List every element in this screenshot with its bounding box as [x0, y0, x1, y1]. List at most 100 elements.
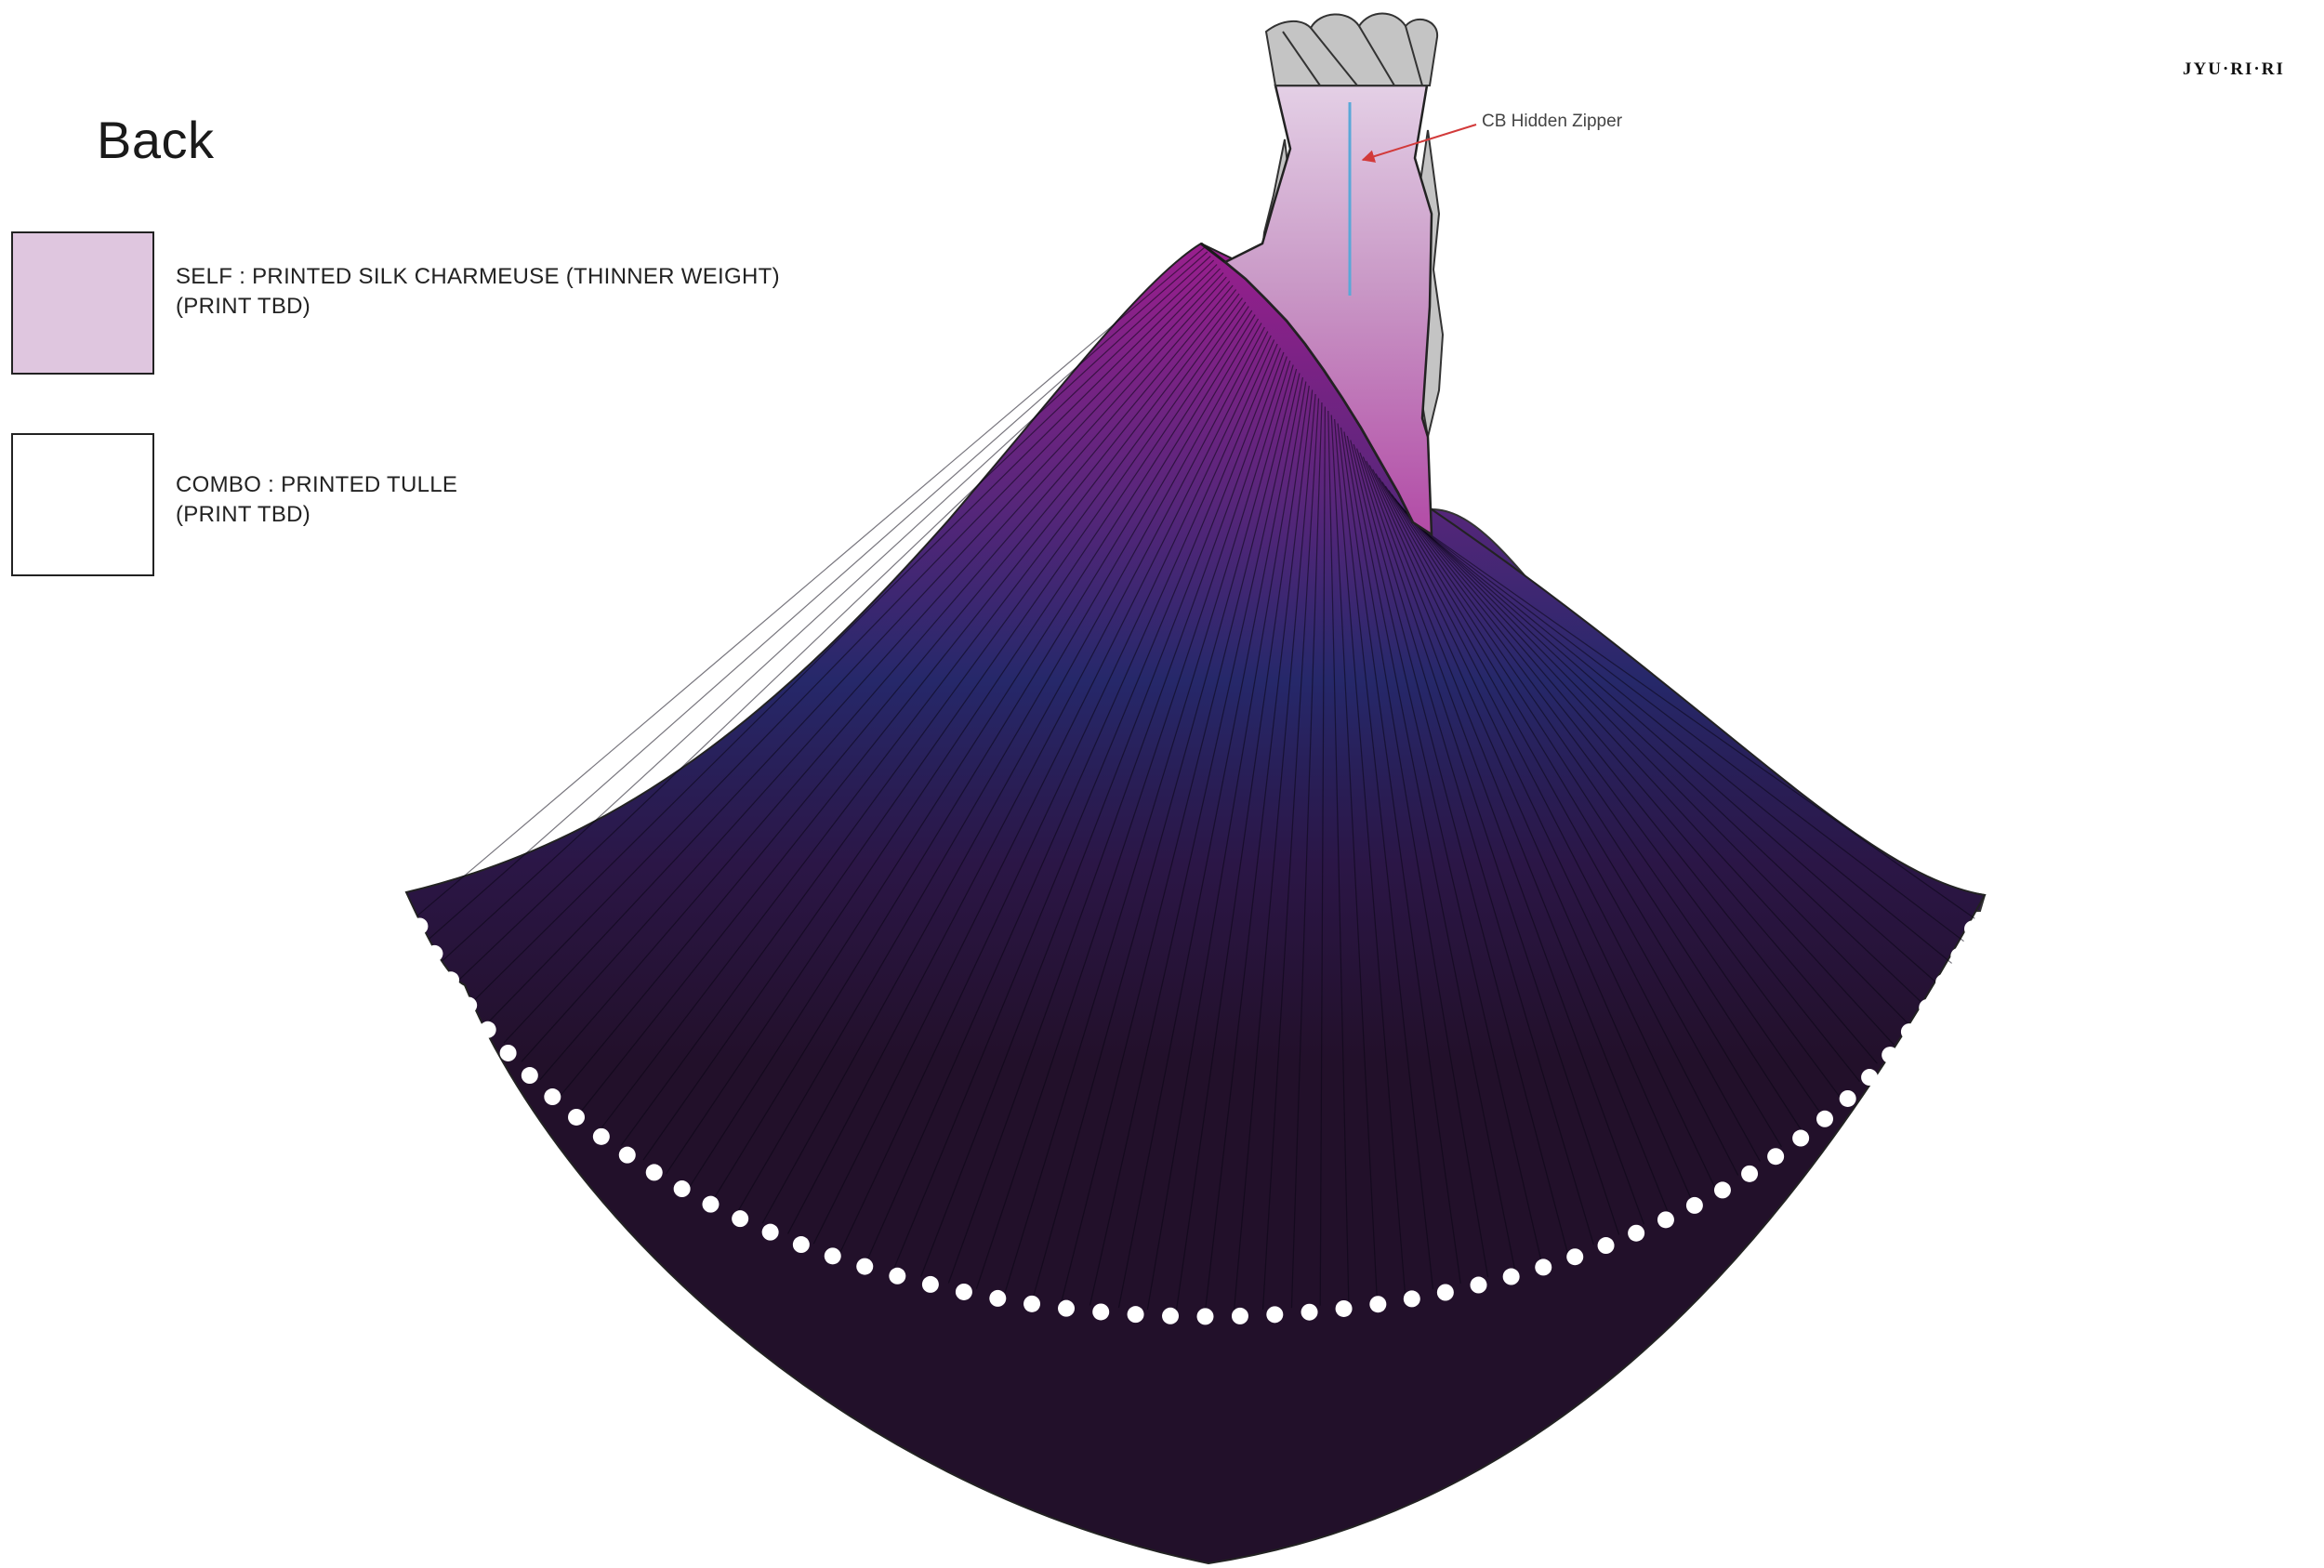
hem-scallop — [592, 1127, 610, 1145]
hem-scallop — [1403, 1290, 1420, 1308]
pleat-line — [787, 326, 1265, 1234]
hem-scallop — [1861, 1069, 1879, 1087]
hem-scallop — [645, 1164, 663, 1181]
hem-scallop — [521, 1067, 538, 1085]
hem-scallop — [1839, 1089, 1856, 1107]
swatch-combo-fabric — [11, 433, 154, 576]
pleat-line — [1346, 435, 1516, 1271]
pleat-line — [1384, 485, 1803, 1132]
pleat-line — [620, 297, 1243, 1146]
brand-logo: JYU·RI·RI — [2183, 59, 2285, 79]
pleat-line — [503, 272, 1224, 1044]
pleat-line — [1032, 364, 1294, 1299]
pleat-line — [1334, 418, 1406, 1295]
pleat-line — [1412, 521, 1975, 919]
hem-scallop — [1963, 920, 1981, 938]
hem-scallop — [1231, 1307, 1248, 1324]
hem-scallop — [1535, 1258, 1552, 1276]
pleat-line — [947, 351, 1285, 1284]
pleat-line — [1004, 360, 1291, 1295]
pleat-line — [812, 331, 1269, 1245]
legend-self-line1: SELF : PRINTED SILK CHARMEUSE (THINNER W… — [176, 264, 780, 289]
legend-self-line2: (PRINT TBD) — [176, 294, 311, 319]
hem-scallop — [442, 971, 460, 989]
pleat-line — [865, 339, 1275, 1262]
pleat-line — [642, 301, 1247, 1161]
pleat-line — [1406, 515, 1925, 1007]
pleat-line — [1366, 460, 1670, 1214]
pleat-line — [1412, 521, 1964, 942]
pleat-line — [1061, 368, 1298, 1303]
pleat-line — [456, 259, 1215, 983]
hem-scallop — [1741, 1165, 1759, 1182]
pleat-line — [1359, 452, 1620, 1235]
legend-combo-line2: (PRINT TBD) — [176, 502, 311, 527]
pleat-line — [1089, 373, 1301, 1306]
neck-ruffle-fold-2 — [1310, 27, 1358, 86]
neck-ruffle-fold-3 — [1358, 25, 1395, 86]
pleat-line — [1375, 473, 1739, 1176]
pleat-line — [1337, 423, 1434, 1290]
hem-scallop — [499, 1044, 517, 1061]
hem-scallop — [1900, 1023, 1918, 1041]
pleat-line — [1353, 443, 1569, 1255]
hem-scallop — [618, 1146, 636, 1164]
pleat-line — [1378, 477, 1761, 1162]
pleat-line — [1391, 494, 1842, 1100]
pleat-line — [1412, 521, 1952, 964]
pleat-line — [1261, 398, 1320, 1311]
hem-scallop — [1470, 1276, 1487, 1294]
pleat-line — [1330, 415, 1378, 1299]
pleat-line — [1319, 406, 1326, 1306]
hem-scallop — [1685, 1196, 1703, 1214]
hem-scallop — [856, 1258, 874, 1275]
pleat-line — [1362, 456, 1644, 1225]
hem-scallop — [1919, 998, 1936, 1016]
legend-combo-fabric: COMBO : PRINTED TULLE (PRINT TBD) — [176, 470, 457, 530]
skirt-scalloped-hem — [411, 917, 1981, 1325]
neck-ruffle-fold-1 — [1282, 31, 1321, 86]
hem-scallop — [1369, 1296, 1387, 1313]
hem-scallop — [732, 1210, 749, 1228]
hem-scallop — [824, 1247, 841, 1265]
pleat-line — [1410, 519, 1940, 985]
hem-scallop — [411, 917, 429, 935]
pleat-line — [1350, 440, 1542, 1263]
callout-arrow — [1361, 124, 1477, 163]
hem-scallop — [1882, 1047, 1899, 1064]
pleat-line — [975, 356, 1287, 1289]
hem-scallop — [1628, 1224, 1645, 1242]
pleat-line — [1394, 498, 1861, 1083]
pleat-line — [1146, 381, 1307, 1310]
hem-scallop — [1335, 1299, 1353, 1317]
hem-scallop — [1816, 1110, 1834, 1127]
hem-scallop — [1092, 1303, 1110, 1321]
hem-scallop — [479, 1021, 496, 1038]
legend-combo-line1: COMBO : PRINTED TULLE — [176, 472, 458, 497]
hem-scallop — [761, 1223, 779, 1241]
pleat-line — [1204, 389, 1314, 1311]
hem-scallop — [1950, 947, 1968, 965]
hem-scallop — [1436, 1284, 1454, 1301]
hem-scallop — [702, 1195, 720, 1213]
pleat-line — [486, 268, 1221, 1024]
pleat-line — [665, 306, 1249, 1175]
hem-scallop — [1657, 1211, 1674, 1229]
hem-scallop — [1023, 1295, 1041, 1312]
hem-scallop — [1127, 1306, 1144, 1324]
pleat-line — [839, 335, 1272, 1254]
pleat-line — [1381, 481, 1782, 1148]
pleat-line — [1117, 376, 1304, 1309]
hem-scallop — [1792, 1129, 1810, 1147]
pleat-line — [442, 256, 1211, 962]
pleat-line — [920, 348, 1282, 1277]
hem-scallop — [989, 1289, 1007, 1307]
pleat-line — [521, 276, 1227, 1062]
pleat-line — [470, 264, 1218, 1004]
pleat-line — [416, 247, 1205, 916]
bodice — [1222, 84, 1433, 537]
hem-scallop — [1935, 973, 1953, 991]
pleat-line — [1233, 393, 1316, 1311]
hem-scallop — [426, 944, 443, 962]
